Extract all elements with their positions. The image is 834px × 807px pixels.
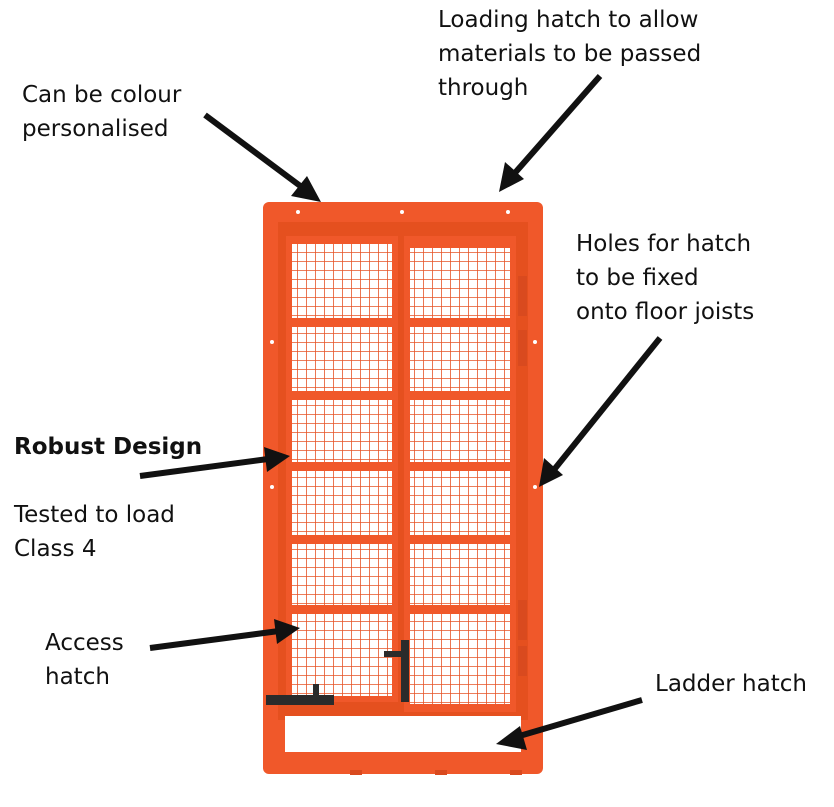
label-colour: Can be colour personalised xyxy=(22,82,182,142)
arrow-access xyxy=(149,619,300,651)
frame-feet xyxy=(350,770,522,775)
label-robust-title: Robust Design xyxy=(14,434,203,460)
ladder-hatch-opening xyxy=(285,716,521,752)
arrow-ladder xyxy=(496,697,643,750)
label-access: Access hatch xyxy=(45,630,124,690)
latch-icon xyxy=(266,640,409,705)
label-loading: Loading hatch to allow materials to be p… xyxy=(438,7,702,101)
label-holes: Holes for hatch to be fixed onto floor j… xyxy=(576,231,755,325)
arrow-loading xyxy=(499,74,603,192)
cross-bars xyxy=(290,318,512,614)
arrow-robust xyxy=(139,447,290,479)
label-robust-body: Tested to load Class 4 xyxy=(14,502,175,562)
arrow-colour xyxy=(203,112,321,202)
arrow-holes xyxy=(539,336,663,487)
right-mesh xyxy=(410,248,510,704)
arrows xyxy=(139,74,663,750)
hinge-icons xyxy=(518,276,527,676)
label-robust: Robust Design Tested to load Class 4 xyxy=(14,396,202,600)
frame-bottom-rail xyxy=(270,752,536,772)
label-ladder: Ladder hatch xyxy=(655,671,807,697)
